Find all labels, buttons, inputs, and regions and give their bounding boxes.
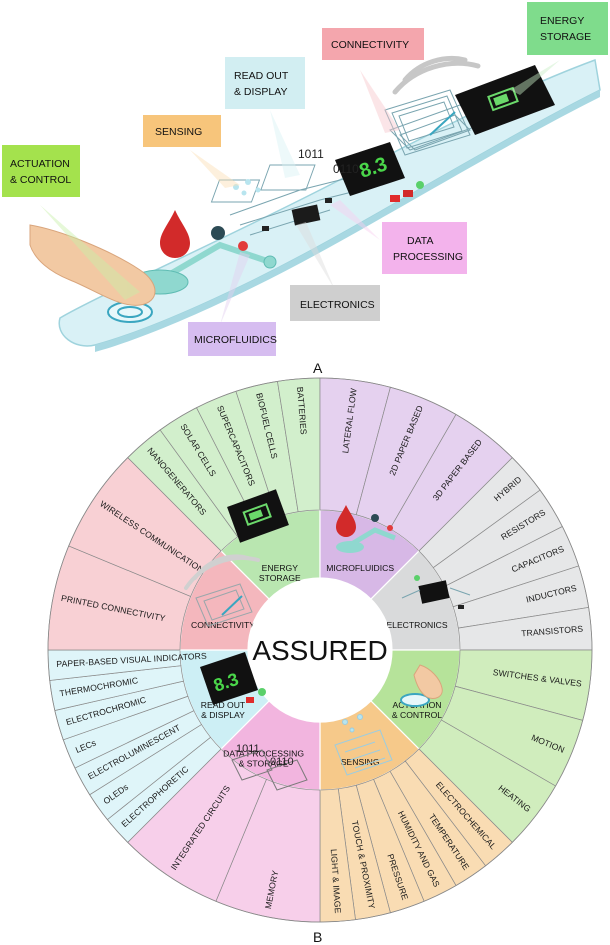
callout-data-processing: DATA PROCESSING — [382, 222, 467, 274]
sector-label: ELECTRONICS — [386, 620, 447, 630]
callout-readout-line1: READ OUT — [234, 70, 289, 82]
sector-readout: ELECTROPHORETICOLEDsELECTROLUMINESCENTLE… — [47, 649, 270, 843]
callout-microfluidics-text: MICROFLUIDICS — [194, 334, 277, 346]
blood-drop-icon — [160, 210, 190, 258]
callout-data-line2: PROCESSING — [393, 251, 463, 263]
callout-readout-line2: & DISPLAY — [234, 86, 288, 98]
chip-icon — [262, 198, 332, 231]
battery-icon — [455, 65, 555, 135]
callout-energy-line2: STORAGE — [540, 31, 591, 43]
wheel-sensing-icon — [334, 714, 393, 776]
sector-label: MICROFLUIDICS — [326, 563, 394, 573]
wheel-display-icon: 8.3 — [200, 652, 266, 705]
callout-energy-line1: ENERGY — [540, 15, 584, 27]
callout-electronics: ELECTRONICS — [290, 285, 380, 321]
wifi-waves-icon — [392, 55, 481, 95]
panel-a: 8.3 1011 0110 — [2, 2, 608, 376]
callout-beams — [40, 60, 560, 325]
wheel-center — [248, 578, 392, 722]
wheel-wifi-icon — [184, 554, 260, 627]
callout-energy: ENERGY STORAGE — [527, 2, 608, 55]
wheel-battery-icon — [227, 489, 289, 543]
finger-icon — [29, 224, 156, 306]
power-button-icon — [107, 301, 153, 323]
callout-microfluidics: MICROFLUIDICS — [188, 322, 277, 356]
wheel-microfluidics-icon — [336, 505, 396, 553]
callout-actuation: ACTUATION & CONTROL — [2, 145, 80, 197]
binary-label-1: 1011 — [298, 147, 324, 161]
panel-b-icons: 1011 0110 8.3 — [184, 489, 471, 791]
callout-connectivity-text: CONNECTIVITY — [331, 39, 409, 51]
sector-label: CONNECTIVITY — [191, 620, 255, 630]
sector-item-label: TRANSISTORS — [521, 624, 584, 639]
callout-data-line1: DATA — [407, 235, 433, 247]
sector-electronics: HYBRIDRESISTORSCAPACITORSINDUCTORSTRANSI… — [370, 457, 593, 651]
sector-label: ENERGY — [262, 563, 299, 573]
sensing-droplets — [233, 179, 261, 196]
sector-item-label: LIGHT & IMAGE — [329, 849, 343, 914]
sector-label: STORAGE — [259, 573, 301, 583]
sector-label: & DISPLAY — [201, 710, 245, 720]
callout-sensing: SENSING — [143, 115, 221, 147]
wheel-binary-1: 1011 — [236, 743, 260, 755]
binary-label-2: 0110 — [333, 162, 359, 176]
wheel-binary-icon: 1011 0110 — [231, 743, 308, 791]
callout-sensing-text: SENSING — [155, 126, 202, 138]
callout-actuation-line1: ACTUATION — [10, 158, 70, 170]
wheel-binary-2: 0110 — [270, 756, 294, 768]
callout-readout: READ OUT & DISPLAY — [225, 57, 305, 109]
sector-label: SENSING — [341, 757, 380, 767]
wheel-outer-border — [47, 377, 593, 923]
panel-b-letter: B — [313, 929, 322, 945]
callout-actuation-line2: & CONTROL — [10, 174, 71, 186]
sector-label: READ OUT — [201, 700, 246, 710]
center-title: ASSURED — [252, 635, 387, 666]
sector-label: & CONTROL — [392, 710, 442, 720]
sector-label: & STORAGE — [239, 759, 289, 769]
callout-connectivity: CONNECTIVITY — [322, 28, 424, 60]
wheel-chip-icon — [401, 575, 471, 609]
sector-item-label: BATTERIES — [295, 386, 309, 435]
panel-a-letter: A — [313, 360, 323, 376]
callout-electronics-text: ELECTRONICS — [300, 299, 375, 311]
antenna-coil-icon — [384, 89, 471, 156]
sector-actuation: SWITCHES & VALVESMOTIONHEATINGACTUATION&… — [370, 649, 593, 843]
display-icon: 8.3 — [335, 142, 424, 202]
wheel-finger-icon — [400, 664, 443, 707]
